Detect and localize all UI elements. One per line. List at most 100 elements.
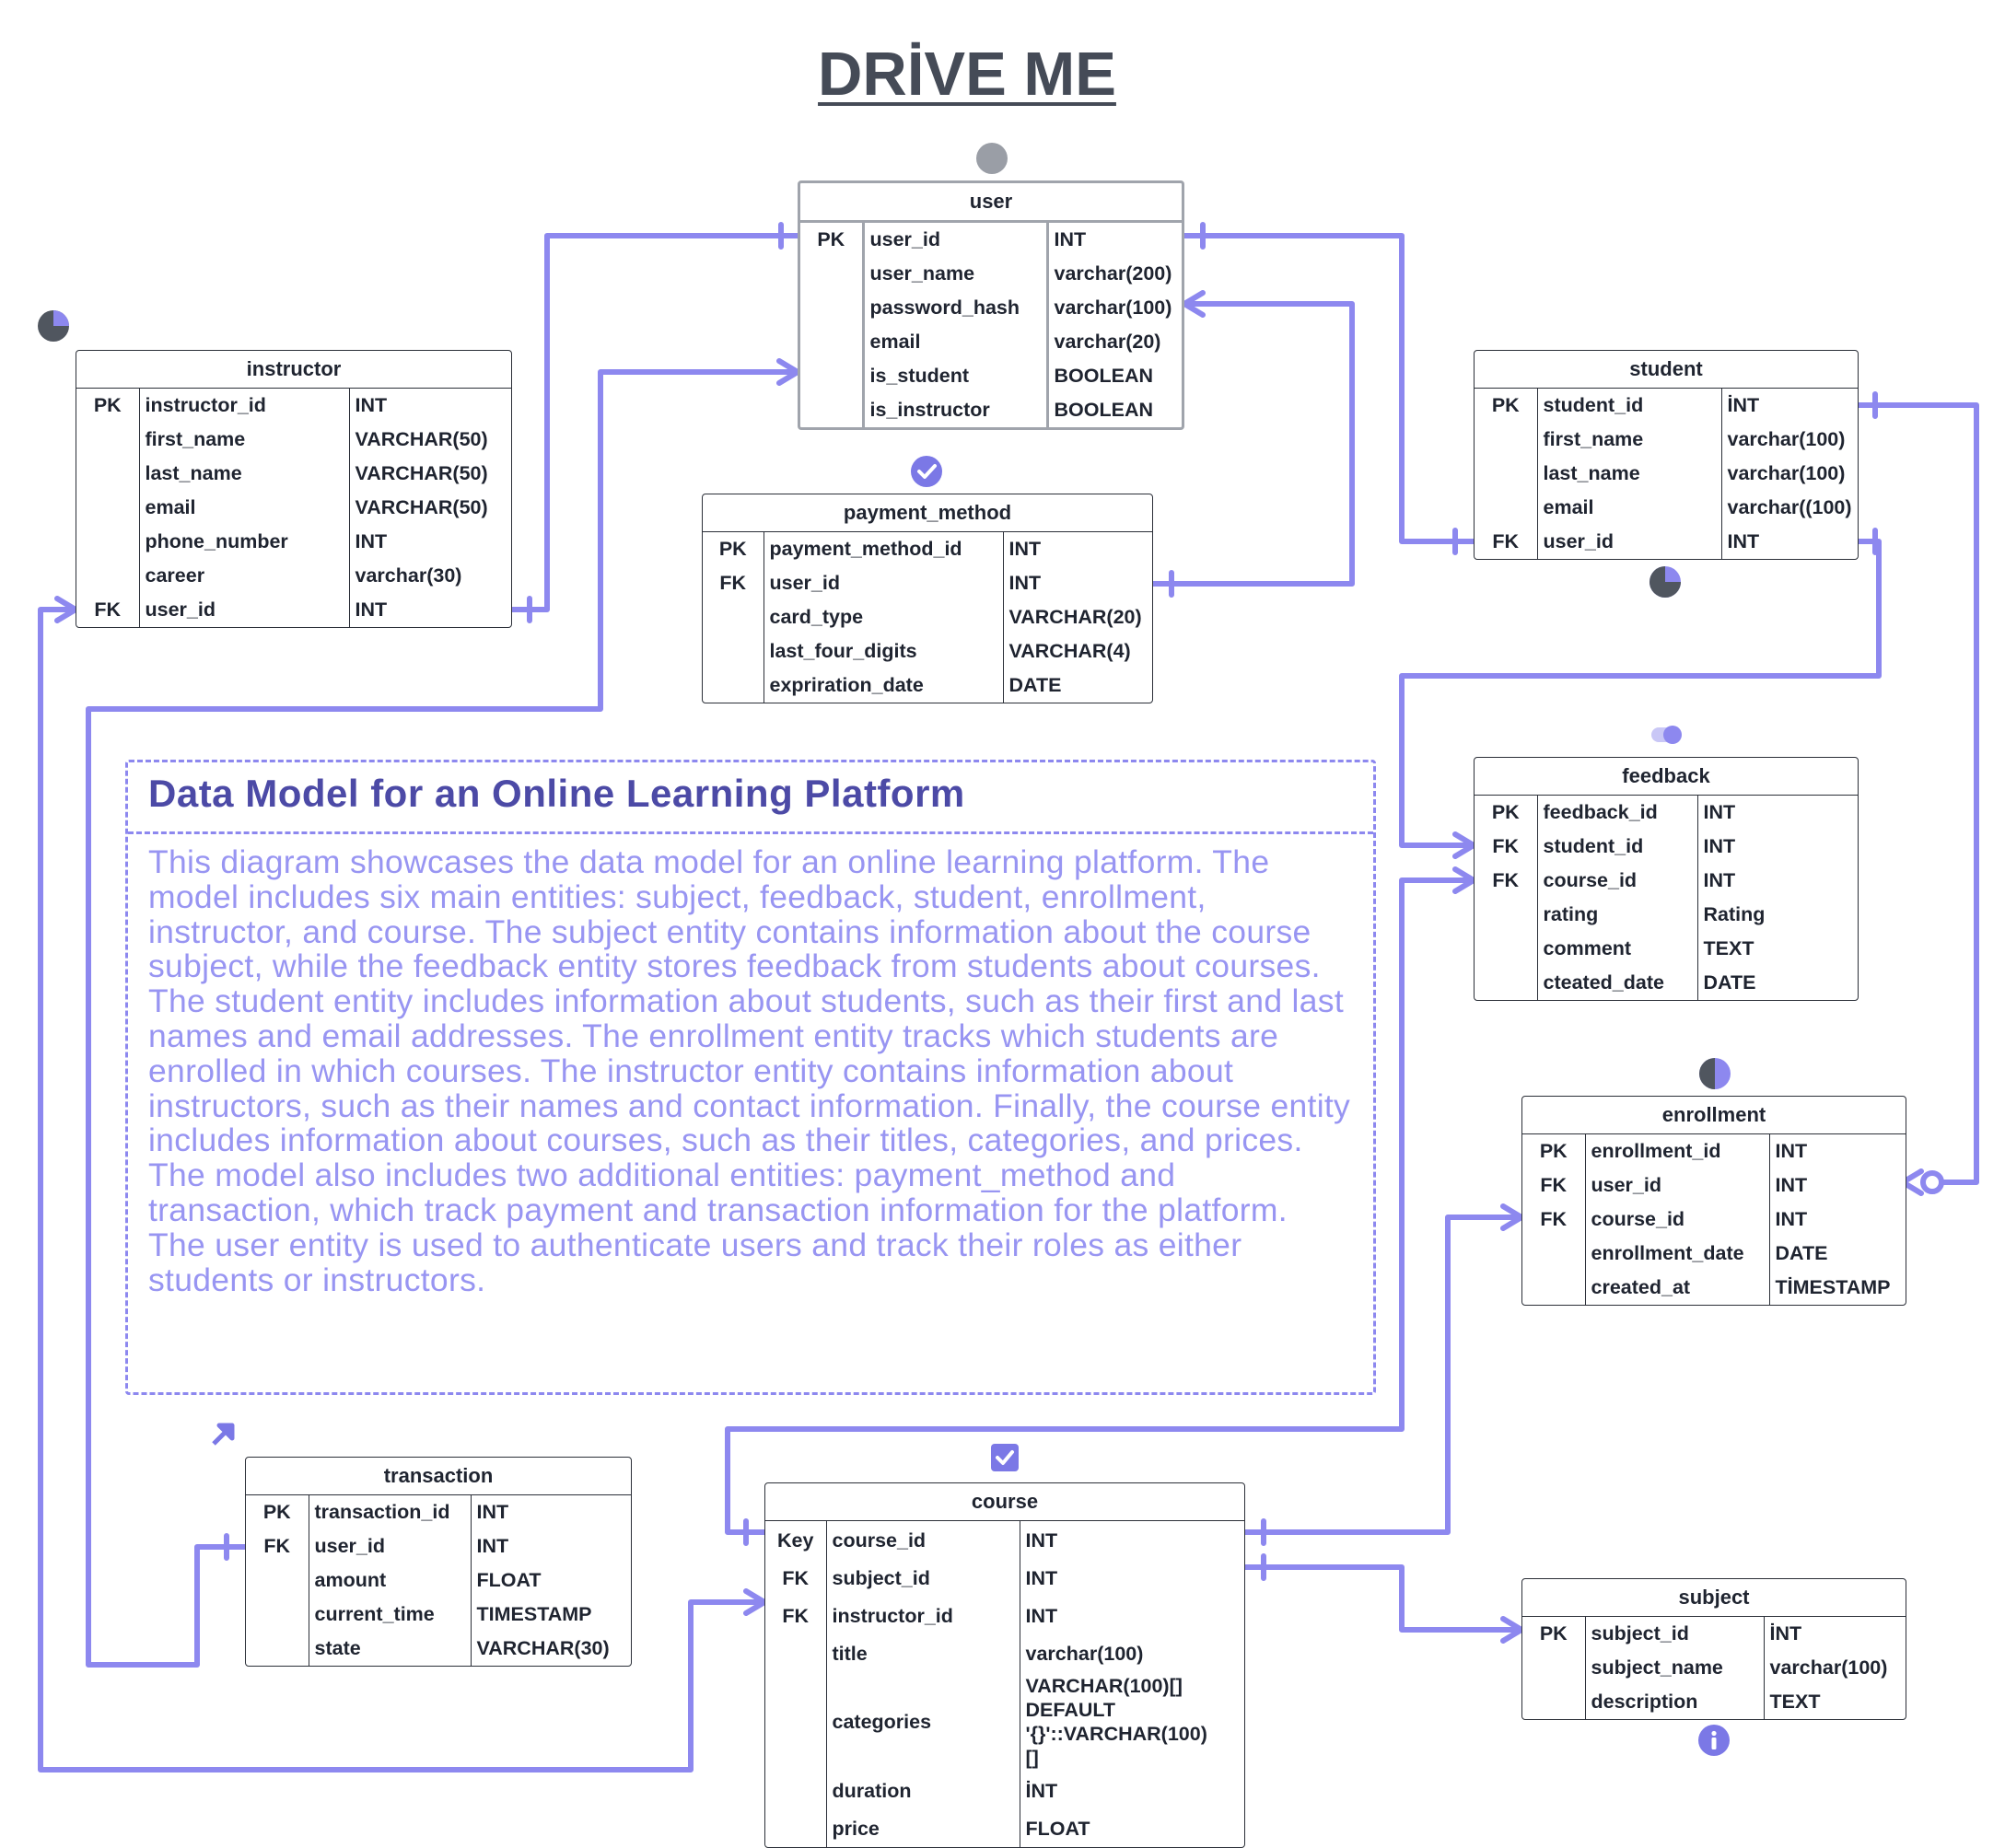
key-cell [703,668,764,703]
column-name: description [1585,1685,1765,1719]
column-type: INT [1703,869,1736,891]
column-type: varchar(200) [1054,262,1172,285]
key-cell [246,1598,309,1632]
column-type: DATE [1008,674,1062,696]
page-title: DRİVE ME [818,40,1116,109]
connector-student-enrollment [1854,402,1979,1185]
key-cell [765,1672,827,1772]
connector-course-enrollment [1242,1215,1524,1535]
column-name: course_id [1585,1203,1770,1237]
key-cell [800,257,865,291]
key-cell [76,559,140,593]
column-name: state [309,1632,472,1666]
column-type: varchar(100) [1727,428,1846,450]
entity-title: student [1475,351,1858,389]
key-cell [1475,966,1538,1000]
column-name: subject_id [1585,1617,1765,1651]
column-name: expriration_date [764,668,1004,703]
column-type: varchar(100) [1025,1642,1144,1665]
description-note: Data Model for an Online Learning Platfo… [125,760,1376,1395]
column-name: price [826,1809,1020,1847]
key-cell [1475,491,1538,525]
key-cell: PK [1475,389,1538,423]
column-type: varchar(100) [1769,1656,1888,1679]
column-name: student_id [1537,389,1722,423]
column-name: course_id [826,1521,1020,1559]
column-type: INT [1008,572,1042,594]
column-name: created_at [1585,1271,1770,1305]
column-name: user_name [863,257,1049,291]
column-type: VARCHAR(30) [476,1637,610,1659]
column-name: comment [1537,932,1698,966]
column-name: subject_name [1585,1651,1765,1685]
column-type: FLOAT [476,1569,542,1591]
entity-title: feedback [1475,758,1858,796]
key-cell: PK [703,532,764,566]
column-type: INT [1025,1604,1058,1627]
column-name: title [826,1634,1020,1672]
column-type: TIMESTAMP [476,1603,592,1625]
half-circle-icon [1699,1058,1731,1089]
key-cell: PK [800,223,865,257]
column-name: email [863,325,1049,359]
column-name: student_id [1537,830,1698,864]
column-type: DATE [1775,1242,1828,1264]
key-cell [703,634,764,668]
key-cell [800,393,865,427]
column-name: transaction_id [309,1495,472,1529]
column-name: payment_method_id [764,532,1004,566]
entity-title: user [800,183,1182,223]
key-cell [76,491,140,525]
column-name: user_id [139,593,350,627]
column-name: first_name [1537,423,1722,457]
column-type: VARCHAR(20) [1008,606,1142,628]
column-type: INT [355,599,388,621]
column-type: VARCHAR(50) [355,496,488,518]
column-name: subject_id [826,1559,1020,1597]
key-cell: FK [1475,525,1538,559]
key-cell [1475,457,1538,491]
column-type: TEXT [1703,937,1754,959]
column-name: last_four_digits [764,634,1004,668]
key-cell [76,423,140,457]
key-cell [800,325,865,359]
column-type: VARCHAR(4) [1008,640,1131,662]
column-name: instructor_id [139,389,350,423]
column-type: FLOAT [1025,1817,1090,1840]
key-cell [1475,932,1538,966]
column-type: INT [1054,228,1087,250]
column-name: course_id [1537,864,1698,898]
key-cell [765,1809,827,1847]
